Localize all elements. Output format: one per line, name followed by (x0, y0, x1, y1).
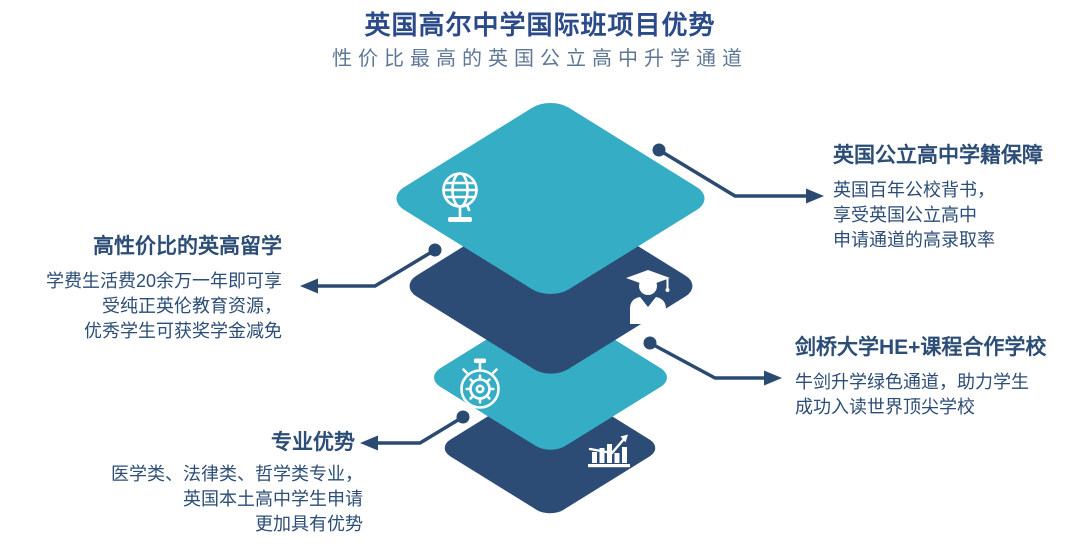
connector-left-bottom (360, 410, 470, 451)
connector-right-top (652, 143, 824, 204)
callout-title: 专业优势 (271, 431, 355, 454)
callout-line: 医学类、法律类、哲学类专业， (111, 464, 363, 484)
callout-line: 英国百年公校背书， (833, 180, 995, 200)
connector-left-top (300, 243, 442, 294)
page-title: 英国高尔中学国际班项目优势 (364, 10, 716, 40)
callout-line: 成功入读世界顶尖学校 (795, 397, 975, 417)
callout-line: 英国本土高中学生申请 (183, 489, 363, 509)
callout-line: 受纯正英伦教育资源， (102, 296, 282, 316)
callout-line: 学费生活费20余万一年即可享 (45, 271, 282, 291)
callout-line: 享受英国公立高中 (833, 205, 977, 225)
callout-cambridge-he: 剑桥大学HE+课程合作学校 牛剑升学绿色通道，助力学生 成功入读世界顶尖学校 (795, 336, 1046, 420)
callout-title: 剑桥大学HE+课程合作学校 (795, 336, 1047, 359)
stopwatch-icon (460, 358, 500, 409)
callout-title: 高性价比的英高留学 (93, 235, 282, 258)
header: 英国高尔中学国际班项目优势 性价比最高的英国公立高中升学通道 (0, 10, 1080, 71)
bar-chart-icon (588, 434, 630, 468)
callout-line: 牛剑升学绿色通道，助力学生 (795, 372, 1029, 392)
graduate-icon (626, 270, 670, 324)
page-subtitle: 性价比最高的英国公立高中升学通道 (332, 48, 748, 70)
callout-line: 更加具有优势 (255, 514, 363, 534)
callout-title: 英国公立高中学籍保障 (833, 144, 1043, 167)
globe-icon (442, 172, 478, 222)
callout-value-study: 高性价比的英高留学 学费生活费20余万一年即可享 受纯正英伦教育资源， 优秀学生… (46, 235, 282, 344)
connector-right-bottom (643, 336, 782, 386)
callout-line: 申请通道的高录取率 (833, 230, 995, 250)
callout-major-advantage: 专业优势 医学类、法律类、哲学类专业， 英国本土高中学生申请 更加具有优势 (111, 431, 363, 537)
callout-line: 优秀学生可获奖学金减免 (84, 321, 282, 341)
callout-school-status: 英国公立高中学籍保障 英国百年公校背书， 享受英国公立高中 申请通道的高录取率 (833, 144, 1043, 253)
